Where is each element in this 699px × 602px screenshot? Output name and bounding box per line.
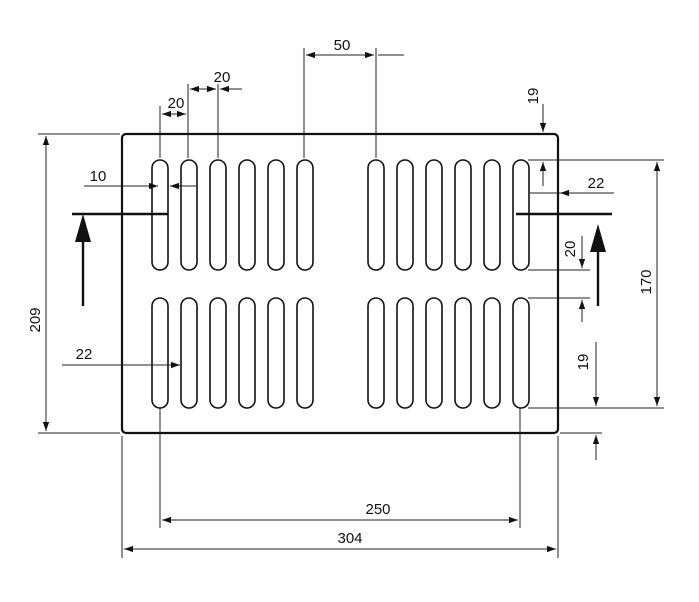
slot-r2-g2-5 <box>483 297 501 409</box>
dim-label-209: 209 <box>27 307 44 332</box>
slot-r2-g1-4 <box>238 297 256 409</box>
slot-array <box>151 159 530 409</box>
dim-label-170: 170 <box>638 269 655 294</box>
slot-r2-g2-1 <box>367 297 385 409</box>
dim-slot-pitch-top: 20 <box>187 69 242 158</box>
slot-r2-g2-4 <box>454 297 472 409</box>
dim-row-gap: 20 <box>528 236 590 322</box>
slot-r1-g2-3 <box>425 159 443 271</box>
dim-overall-height: 209 <box>27 133 120 434</box>
dim-slot-pitch-second: 20 <box>159 95 189 158</box>
slot-r1-g1-4 <box>238 159 256 271</box>
slot-r1-g2-1 <box>367 159 385 271</box>
slot-r2-g2-3 <box>425 297 443 409</box>
slot-r1-g1-2 <box>180 159 198 271</box>
section-arrow-left <box>72 212 168 306</box>
slot-r2-g1-1 <box>151 297 169 409</box>
slot-r2-g1-3 <box>209 297 227 409</box>
dim-label-20-top: 20 <box>214 69 231 86</box>
dim-left-margin: 22 <box>62 346 180 369</box>
dim-label-20-rows: 20 <box>562 241 579 258</box>
dim-label-22-left: 22 <box>76 346 93 363</box>
slot-r2-g1-2 <box>180 297 198 409</box>
dim-label-250: 250 <box>365 501 390 518</box>
dim-label-20-second: 20 <box>168 95 185 112</box>
dim-top-margin: 19 <box>525 88 547 186</box>
slot-r1-g2-5 <box>483 159 501 271</box>
slot-r1-g1-6 <box>296 159 314 271</box>
section-arrow-right <box>516 212 612 306</box>
dim-label-19-top: 19 <box>525 88 542 105</box>
slot-r1-g1-5 <box>267 159 285 271</box>
dim-slot-span: 250 <box>159 408 521 528</box>
slot-r2-g2-2 <box>396 297 414 409</box>
dim-overall-width: 304 <box>121 436 559 558</box>
slot-r2-g2-6 <box>512 297 530 409</box>
dim-label-19-bottom: 19 <box>575 354 592 371</box>
dim-right-margin: 22 <box>530 175 614 197</box>
dim-label-50: 50 <box>334 37 351 54</box>
dim-label-304: 304 <box>337 530 362 547</box>
dim-slot-width: 10 <box>84 168 196 190</box>
dim-bottom-margin: 19 <box>530 342 602 460</box>
slot-r2-g1-6 <box>296 297 314 409</box>
dim-group-gap: 50 <box>303 37 404 158</box>
dim-label-22-right: 22 <box>588 175 605 192</box>
slot-r1-g2-4 <box>454 159 472 271</box>
plate-outline <box>120 132 560 435</box>
slot-r1-g2-2 <box>396 159 414 271</box>
dim-label-10: 10 <box>90 168 107 185</box>
slot-r1-g1-3 <box>209 159 227 271</box>
slot-r2-g1-5 <box>267 297 285 409</box>
